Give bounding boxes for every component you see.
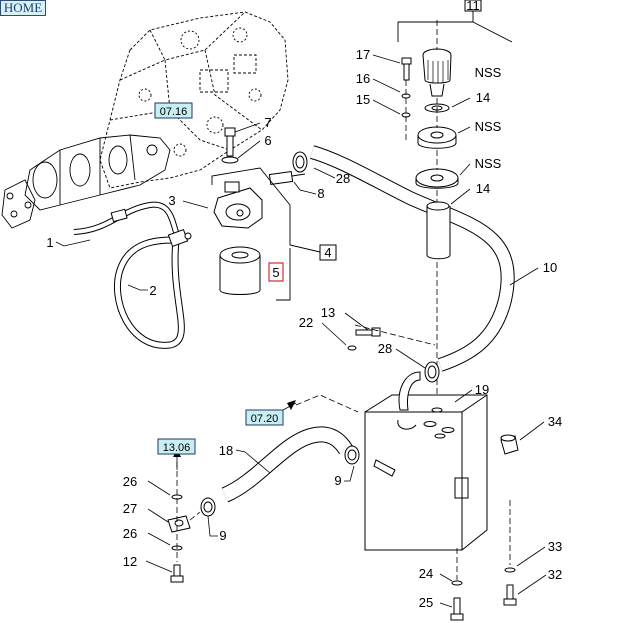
callout-9-right: 9 [334,473,341,488]
callout-3: 3 [168,193,175,208]
ref-box-0720[interactable]: 07.20 [245,409,284,426]
boxed-callout-5: 5 [268,262,284,282]
callout-32: 32 [548,567,562,582]
boxed-callout-11: 11 [464,0,482,13]
callout-17: 17 [356,47,370,62]
hose-18-clamps [200,445,360,517]
fitting-stack-centerline [176,462,201,562]
tank-19 [364,371,488,551]
tank-bolt-line [354,324,511,580]
callout-9-left: 9 [219,528,226,543]
reference-leaders [295,394,359,413]
ref-0716-label: 07.16 [160,106,188,118]
callout-8: 8 [317,186,324,201]
transmission-pump-drawing [1,11,289,229]
callout-12: 12 [123,554,137,569]
tank-bolts [450,567,517,621]
callout-10: 10 [543,260,557,275]
callout-16: 16 [356,71,370,86]
filter-assembly [213,170,306,295]
boxed-5-label: 5 [272,265,279,280]
hose-2 [113,236,185,349]
ref-box-0716[interactable]: 07.16 [154,102,193,119]
callout-15: 15 [356,92,370,107]
callout-6: 6 [264,133,271,148]
clamp-28-middle [424,361,440,383]
group-bracket-4 [211,167,321,301]
callout-26-upper: 26 [123,474,137,489]
callout-14-lower: 14 [476,181,490,196]
boxed-4-label: 4 [324,245,331,260]
boxed-11-label: 11 [466,0,480,13]
callout-13: 13 [321,305,335,320]
home-button[interactable]: HOME [0,0,46,16]
ref-box-1306[interactable]: 13.06 [157,438,196,455]
callout-33: 33 [548,539,562,554]
fitting-stack-left [167,494,191,583]
callout-7: 7 [264,115,271,130]
callout-26-lower: 26 [123,526,137,541]
callout-24: 24 [419,566,433,581]
breather-cap-assembly [401,48,459,260]
callout-nss-2: NSS [475,119,502,134]
bolt-13 [347,327,381,351]
hose-18 [221,426,353,503]
hose-2-fitting [167,228,192,248]
callout-labels: 1 2 3 6 7 8 28 17 16 15 NSS 14 NSS NSS 1… [46,47,562,610]
callout-nss-1: NSS [475,65,502,80]
callout-2: 2 [149,283,156,298]
bolt-7 [221,127,239,164]
callout-nss-3: NSS [475,156,502,171]
callout-28-upper: 28 [336,171,350,186]
hose-10 [309,145,515,372]
ref-1306-label: 13.06 [163,442,191,454]
callout-1: 1 [46,235,53,250]
leader-lines [55,54,547,608]
callout-22: 22 [299,315,313,330]
group-bracket-11 [397,10,513,43]
rubber-mount-34 [500,434,519,455]
boxed-callout-4: 4 [319,244,337,261]
callout-18: 18 [219,443,233,458]
callout-14-upper: 14 [476,90,490,105]
callout-19: 19 [475,382,489,397]
ref-0720-label: 07.20 [251,413,279,425]
callout-27: 27 [123,501,137,516]
callout-34: 34 [548,414,562,429]
callout-28-middle: 28 [378,341,392,356]
callout-25: 25 [419,595,433,610]
hose-1 [73,201,179,235]
clamp-28-upper [292,151,308,173]
